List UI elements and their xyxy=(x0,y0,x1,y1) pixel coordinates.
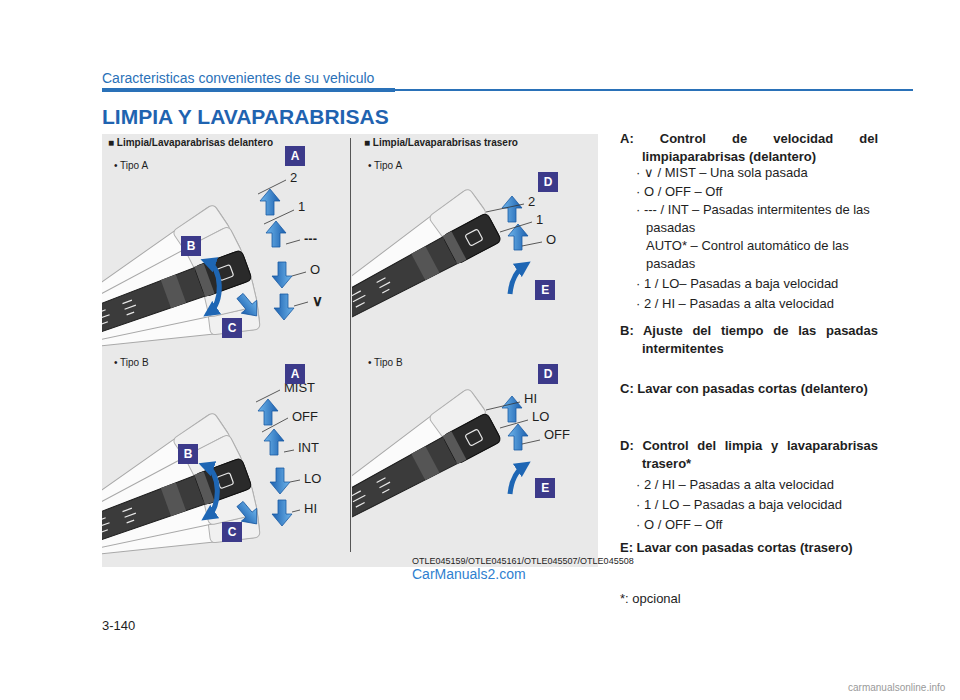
legend-subitem: · O / OFF – Off xyxy=(620,516,882,534)
header-rule xyxy=(395,89,913,91)
callout-text: B xyxy=(183,447,193,461)
callout-text: A xyxy=(290,149,300,163)
rear-arrows-a xyxy=(502,196,528,294)
position-label: 1 xyxy=(536,212,543,228)
callout-letter: D xyxy=(538,364,558,384)
page-number: 3-140 xyxy=(102,618,135,634)
callout-letter: C xyxy=(222,318,242,338)
type-label: • Tipo B xyxy=(114,357,149,369)
type-label: • Tipo B xyxy=(368,357,403,369)
position-label: ∨ xyxy=(312,292,323,310)
position-label: O xyxy=(310,262,320,278)
legend-subitem: · 2 / HI – Pasadas a alta velocidad xyxy=(620,476,882,494)
callout-text: D xyxy=(543,367,553,381)
callout-text: D xyxy=(543,175,553,189)
callout-text: B xyxy=(186,239,196,253)
position-label: OFF xyxy=(292,409,318,425)
position-label: INT xyxy=(298,440,319,456)
callout-letter: D xyxy=(538,172,558,192)
legend-subitem: · --- / INT – Pasadas intermitentes de l… xyxy=(620,201,882,237)
rear-lever-b xyxy=(352,388,502,544)
position-label: HI xyxy=(304,501,317,517)
position-label: --- xyxy=(304,231,317,247)
type-label: • Tipo A xyxy=(368,160,402,172)
callout-letter: C xyxy=(222,522,242,542)
position-label: 1 xyxy=(298,199,305,215)
front-arrows-b xyxy=(206,399,292,530)
position-label: 2 xyxy=(290,170,297,186)
legend-item: D: Control del limpia y lavaparabrisas t… xyxy=(620,437,878,473)
front-arrows-a xyxy=(208,189,294,322)
legend-subitem: · ∨ / MIST – Una sola pasada xyxy=(620,164,882,182)
position-label: O xyxy=(546,232,556,248)
section-title: LIMPIA Y LAVAPARABRISAS xyxy=(102,104,389,129)
legend-item: A: Control de velocidad del limpiaparabr… xyxy=(620,130,878,166)
legend-item: B: Ajuste del tiempo de las pasadas inte… xyxy=(620,322,878,358)
front-lever-a xyxy=(102,204,260,356)
callout-text: E xyxy=(540,283,550,297)
leader-lines xyxy=(486,402,540,444)
watermark: carmanualsonline.info xyxy=(848,682,945,694)
position-label: LO xyxy=(532,409,549,425)
position-label: LO xyxy=(304,471,321,487)
callout-text: C xyxy=(227,525,237,539)
legend-subitem: · 1 / LO– Pasadas a baja velocidad xyxy=(620,275,882,293)
callout-letter: E xyxy=(535,280,555,300)
callout-letter: E xyxy=(535,478,555,498)
leader-lines xyxy=(486,204,542,246)
legend-subitem: AUTO* – Control automático de las pasada… xyxy=(620,237,882,273)
footnote: *: opcional xyxy=(620,590,856,608)
front-lever-b xyxy=(102,412,260,564)
position-label: OFF xyxy=(544,427,570,443)
position-label: HI xyxy=(524,391,537,407)
watermark: CarManuals2.com xyxy=(412,566,526,583)
callout-letter: B xyxy=(178,444,198,464)
header-rule xyxy=(102,88,395,92)
legend-subitem: · 1 / LO – Pasadas a baja velocidad xyxy=(620,496,882,514)
position-label: 2 xyxy=(528,194,535,210)
type-label: • Tipo A xyxy=(114,160,148,172)
figure-heading: ■ Limpia/Lavaparabrisas trasero xyxy=(364,137,518,149)
running-header: Caracteristicas convenientes de su vehic… xyxy=(102,70,374,87)
callout-text: C xyxy=(227,321,237,335)
leader-lines xyxy=(258,180,308,306)
panel-divider xyxy=(350,138,351,552)
callout-letter: B xyxy=(181,236,201,256)
callout-text: E xyxy=(540,481,550,495)
legend-item: C: Lavar con pasadas cortas (delantero) xyxy=(620,380,878,398)
legend-subitem: · 2 / HI – Pasadas a alta velocidad xyxy=(620,295,882,313)
rear-lever-a xyxy=(352,188,502,344)
figure-heading: ■ Limpia/Lavaparabrisas delantero xyxy=(108,137,273,149)
legend-subitem: · O / OFF – Off xyxy=(620,183,882,201)
image-code: OTLE045159/OTLE045161/OTLE045507/OTLE045… xyxy=(412,556,634,567)
callout-letter: A xyxy=(285,364,305,384)
rear-arrows-b xyxy=(502,396,528,494)
callout-letter: A xyxy=(285,146,305,166)
leader-lines xyxy=(256,390,300,512)
callout-text: A xyxy=(290,367,300,381)
legend-item: E: Lavar con pasadas cortas (trasero) xyxy=(620,539,878,557)
